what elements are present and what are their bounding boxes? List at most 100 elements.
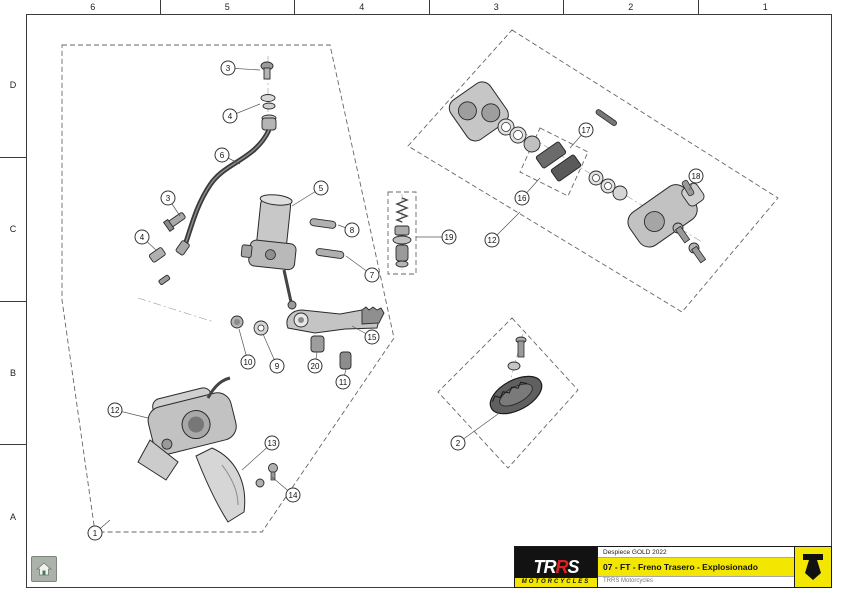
svg-text:20: 20	[311, 362, 320, 371]
svg-text:17: 17	[582, 126, 591, 135]
svg-text:13: 13	[268, 439, 277, 448]
rear-caliper	[137, 376, 237, 481]
hose-fitting	[148, 247, 166, 263]
svg-text:18: 18	[692, 172, 701, 181]
home-icon	[36, 562, 52, 576]
ruler-label: 2	[628, 2, 634, 12]
main-assembly-boundary	[61, 44, 395, 533]
svg-text:14: 14	[289, 491, 298, 500]
title-block-company: TRRS Motorcycles	[598, 576, 794, 587]
title-block: TRRS MOTORCYCLES Despiece GOLD 2022 07 -…	[514, 546, 832, 588]
svg-text:9: 9	[275, 362, 280, 371]
brake-pads-boundary	[519, 127, 589, 197]
ruler-col-1: 1	[699, 0, 833, 14]
pedal-bushing	[339, 351, 352, 370]
banjo-bolt-top	[260, 61, 274, 80]
svg-text:4: 4	[228, 112, 233, 121]
ruler-col-3: 3	[430, 0, 564, 14]
callout-1: 1	[87, 519, 111, 541]
caliper-hose-stub	[206, 376, 231, 399]
svg-text:6: 6	[220, 151, 225, 160]
ruler-col-2: 2	[564, 0, 699, 14]
brake-hose	[175, 128, 272, 256]
ruler-row-a: A	[0, 445, 26, 588]
valve-boundary	[387, 191, 417, 275]
callout-3: 3	[220, 60, 261, 76]
pivot-nut	[230, 315, 244, 329]
pivot-washer	[253, 320, 269, 336]
trs-logo-text: TRRS	[533, 557, 579, 577]
copper-washers	[260, 94, 276, 110]
ruler-label: B	[9, 367, 16, 378]
brake-pads	[535, 141, 582, 182]
ruler-label: 5	[224, 2, 230, 12]
callout-10: 10	[238, 328, 256, 370]
callout-20: 20	[307, 351, 323, 374]
callout-9: 9	[262, 333, 285, 374]
callout-2: 2	[450, 413, 499, 451]
ruler-left: D C B A	[0, 14, 26, 588]
pedal-spacer	[310, 335, 325, 353]
home-button[interactable]	[31, 556, 57, 582]
fitting-bolt	[158, 274, 171, 285]
callout-12: 12	[107, 402, 149, 419]
pad-pin	[595, 109, 617, 126]
pin-short	[309, 218, 337, 229]
brake-pedal	[286, 306, 385, 334]
title-block-project: Despiece GOLD 2022	[598, 547, 794, 558]
ruler-label: 3	[493, 2, 499, 12]
title-block-rows: Despiece GOLD 2022 07 - FT - Freno Trase…	[597, 547, 795, 587]
svg-text:1: 1	[93, 529, 98, 538]
ruler-row-c: C	[0, 158, 26, 302]
svg-text:3: 3	[166, 194, 171, 203]
master-cylinder	[240, 194, 297, 310]
callout-4: 4	[134, 229, 157, 251]
callout-11: 11	[335, 368, 351, 390]
svg-text:2: 2	[456, 439, 461, 448]
callout-7: 7	[345, 255, 380, 283]
callout-6: 6	[214, 147, 241, 165]
trs-emblem-glyph	[803, 554, 823, 580]
ruler-label: 1	[762, 2, 768, 12]
ruler-label: C	[9, 224, 17, 235]
callout-13: 13	[241, 435, 280, 471]
ruler-label: 4	[359, 2, 365, 12]
footpeg-washer	[507, 361, 521, 371]
caliper-parts-boundary	[407, 29, 779, 313]
svg-text:4: 4	[140, 233, 145, 242]
callout-16: 16	[514, 177, 541, 206]
seal-set	[588, 170, 628, 201]
callout-17: 17	[569, 122, 594, 149]
callout-12: 12	[484, 211, 521, 248]
footpeg-pin	[515, 336, 527, 358]
svg-text:7: 7	[370, 271, 375, 280]
svg-text:3: 3	[226, 64, 231, 73]
callout-3: 3	[160, 190, 181, 217]
caliper-inner-half	[448, 81, 509, 142]
callout-8: 8	[337, 222, 360, 238]
banjo-bolt-left	[162, 212, 186, 232]
axis-line	[137, 297, 215, 323]
svg-text:11: 11	[339, 378, 348, 387]
svg-text:5: 5	[319, 184, 324, 193]
disc-guard	[195, 447, 246, 523]
callout-19: 19	[416, 229, 457, 245]
ruler-top: 6 5 4 3 2 1	[26, 0, 832, 14]
valve-assembly	[392, 197, 412, 268]
caliper-bracket	[137, 439, 179, 481]
ruler-col-4: 4	[295, 0, 430, 14]
trs-logo-subtitle: MOTORCYCLES	[515, 578, 597, 587]
callout-4: 4	[222, 103, 261, 124]
ruler-label: D	[9, 80, 17, 91]
caliper-bolts	[672, 222, 707, 264]
callout-14: 14	[271, 476, 301, 503]
ruler-row-b: B	[0, 302, 26, 446]
svg-text:16: 16	[518, 194, 527, 203]
footpeg-boundary	[437, 317, 579, 469]
axis-line	[461, 94, 703, 243]
ruler-col-5: 5	[161, 0, 295, 14]
banjo-fitting	[261, 114, 277, 131]
ruler-col-6: 6	[26, 0, 161, 14]
